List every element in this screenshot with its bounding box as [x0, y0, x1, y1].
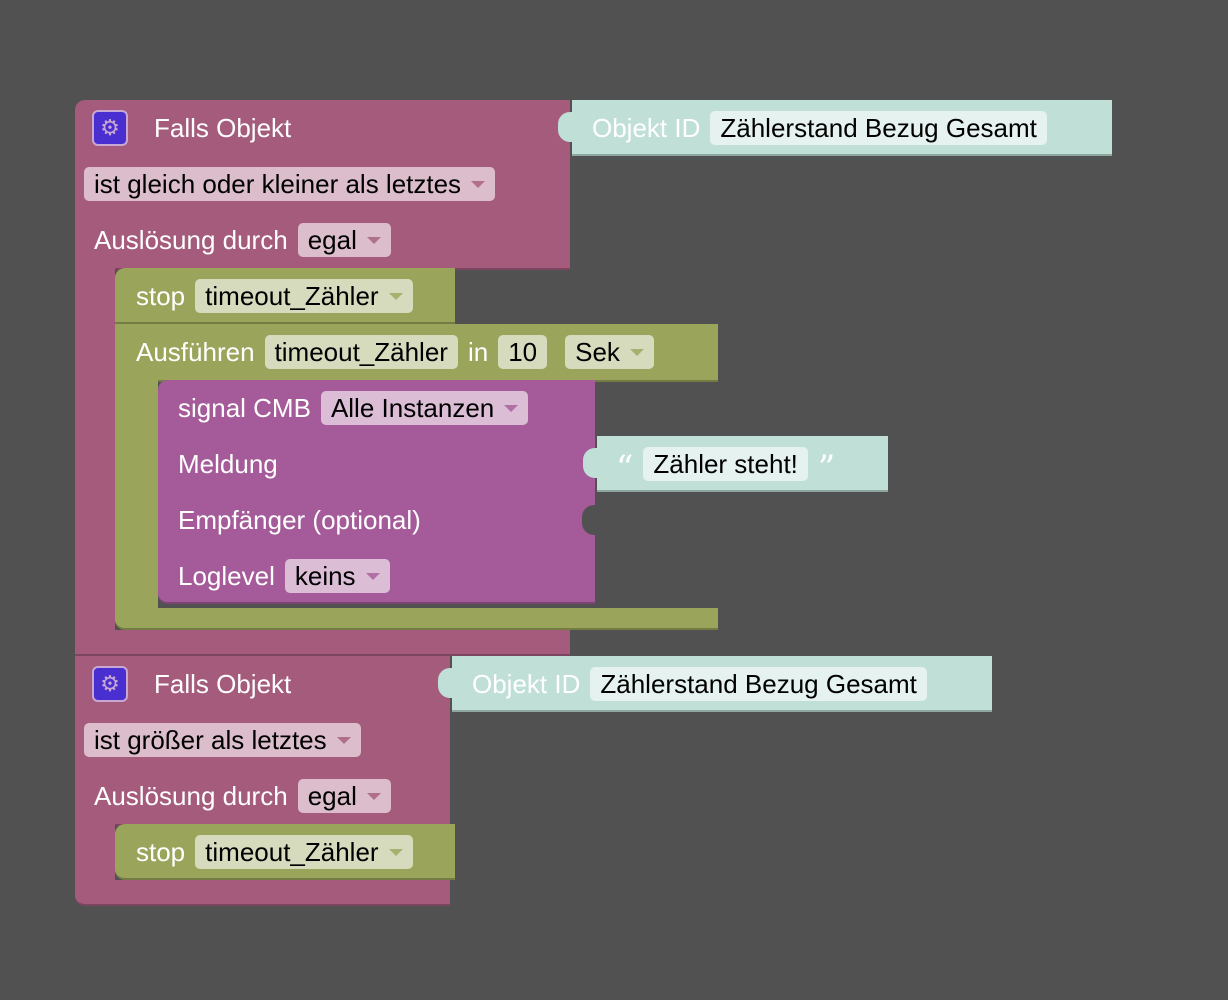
object-id-label: Objekt ID: [472, 668, 581, 699]
stop-timer-dropdown[interactable]: timeout_Zähler: [195, 279, 413, 313]
timeout-block-bottom: [115, 608, 718, 630]
trigger-title: Falls Objekt: [154, 668, 292, 699]
trigger-block-1-arm: [75, 268, 115, 632]
open-quote-icon: “: [616, 448, 634, 488]
chevron-down-icon: [471, 180, 486, 188]
trigger-label: Auslösung durch: [94, 224, 288, 255]
trigger-value: egal: [307, 780, 357, 811]
gear-icon[interactable]: ⚙: [92, 666, 128, 702]
condition-dropdown[interactable]: ist größer als letztes: [84, 723, 361, 757]
message-label: Meldung: [178, 448, 278, 479]
trigger-1-header: ⚙ Falls Objekt: [92, 100, 291, 156]
unit-dropdown[interactable]: Sek: [565, 335, 654, 369]
trigger-label: Auslösung durch: [94, 780, 288, 811]
chevron-down-icon: [336, 736, 351, 744]
chevron-down-icon: [629, 348, 644, 356]
chevron-down-icon: [366, 792, 381, 800]
delay-field[interactable]: 10: [498, 335, 548, 369]
trigger-block-2-bottom: [75, 880, 450, 906]
loglevel-label: Loglevel: [178, 560, 275, 591]
instance-dropdown[interactable]: Alle Instanzen: [320, 391, 529, 425]
signal-label: signal CMB: [178, 392, 311, 423]
trigger-dropdown[interactable]: egal: [297, 223, 391, 257]
trigger-block-2-arm: [75, 824, 115, 882]
in-label: in: [467, 336, 489, 367]
loglevel-value: keins: [294, 560, 356, 591]
close-quote-icon: ”: [817, 448, 836, 488]
recipient-label: Empfänger (optional): [178, 504, 421, 535]
chevron-down-icon: [388, 848, 403, 856]
trigger-dropdown[interactable]: egal: [297, 779, 391, 813]
message-field[interactable]: Zähler steht!: [643, 447, 808, 481]
condition-value: ist gleich oder kleiner als letztes: [94, 168, 462, 199]
stop-timer-value: timeout_Zähler: [205, 836, 379, 867]
trigger-block-1-bottom: [75, 630, 570, 656]
stop-timer-dropdown[interactable]: timeout_Zähler: [195, 835, 413, 869]
object-id-field[interactable]: Zählerstand Bezug Gesamt: [590, 667, 927, 701]
stop-label: stop: [136, 280, 186, 311]
stop-timer-value: timeout_Zähler: [205, 280, 379, 311]
chevron-down-icon: [504, 404, 519, 412]
trigger-value: egal: [307, 224, 357, 255]
loglevel-dropdown[interactable]: keins: [284, 559, 390, 593]
instance-value: Alle Instanzen: [330, 392, 495, 423]
gear-icon[interactable]: ⚙: [92, 110, 128, 146]
chevron-down-icon: [388, 292, 403, 300]
condition-dropdown[interactable]: ist gleich oder kleiner als letztes: [84, 167, 496, 201]
condition-value: ist größer als letztes: [94, 724, 327, 755]
execute-label: Ausführen: [136, 336, 255, 367]
object-id-field[interactable]: Zählerstand Bezug Gesamt: [710, 111, 1047, 145]
stop-label: stop: [136, 836, 186, 867]
timeout-name-field[interactable]: timeout_Zähler: [264, 335, 458, 369]
chevron-down-icon: [365, 572, 380, 580]
object-id-label: Objekt ID: [592, 112, 701, 143]
timeout-block-arm: [115, 380, 158, 610]
unit-value: Sek: [575, 336, 620, 367]
trigger-title: Falls Objekt: [154, 112, 292, 143]
chevron-down-icon: [366, 236, 381, 244]
